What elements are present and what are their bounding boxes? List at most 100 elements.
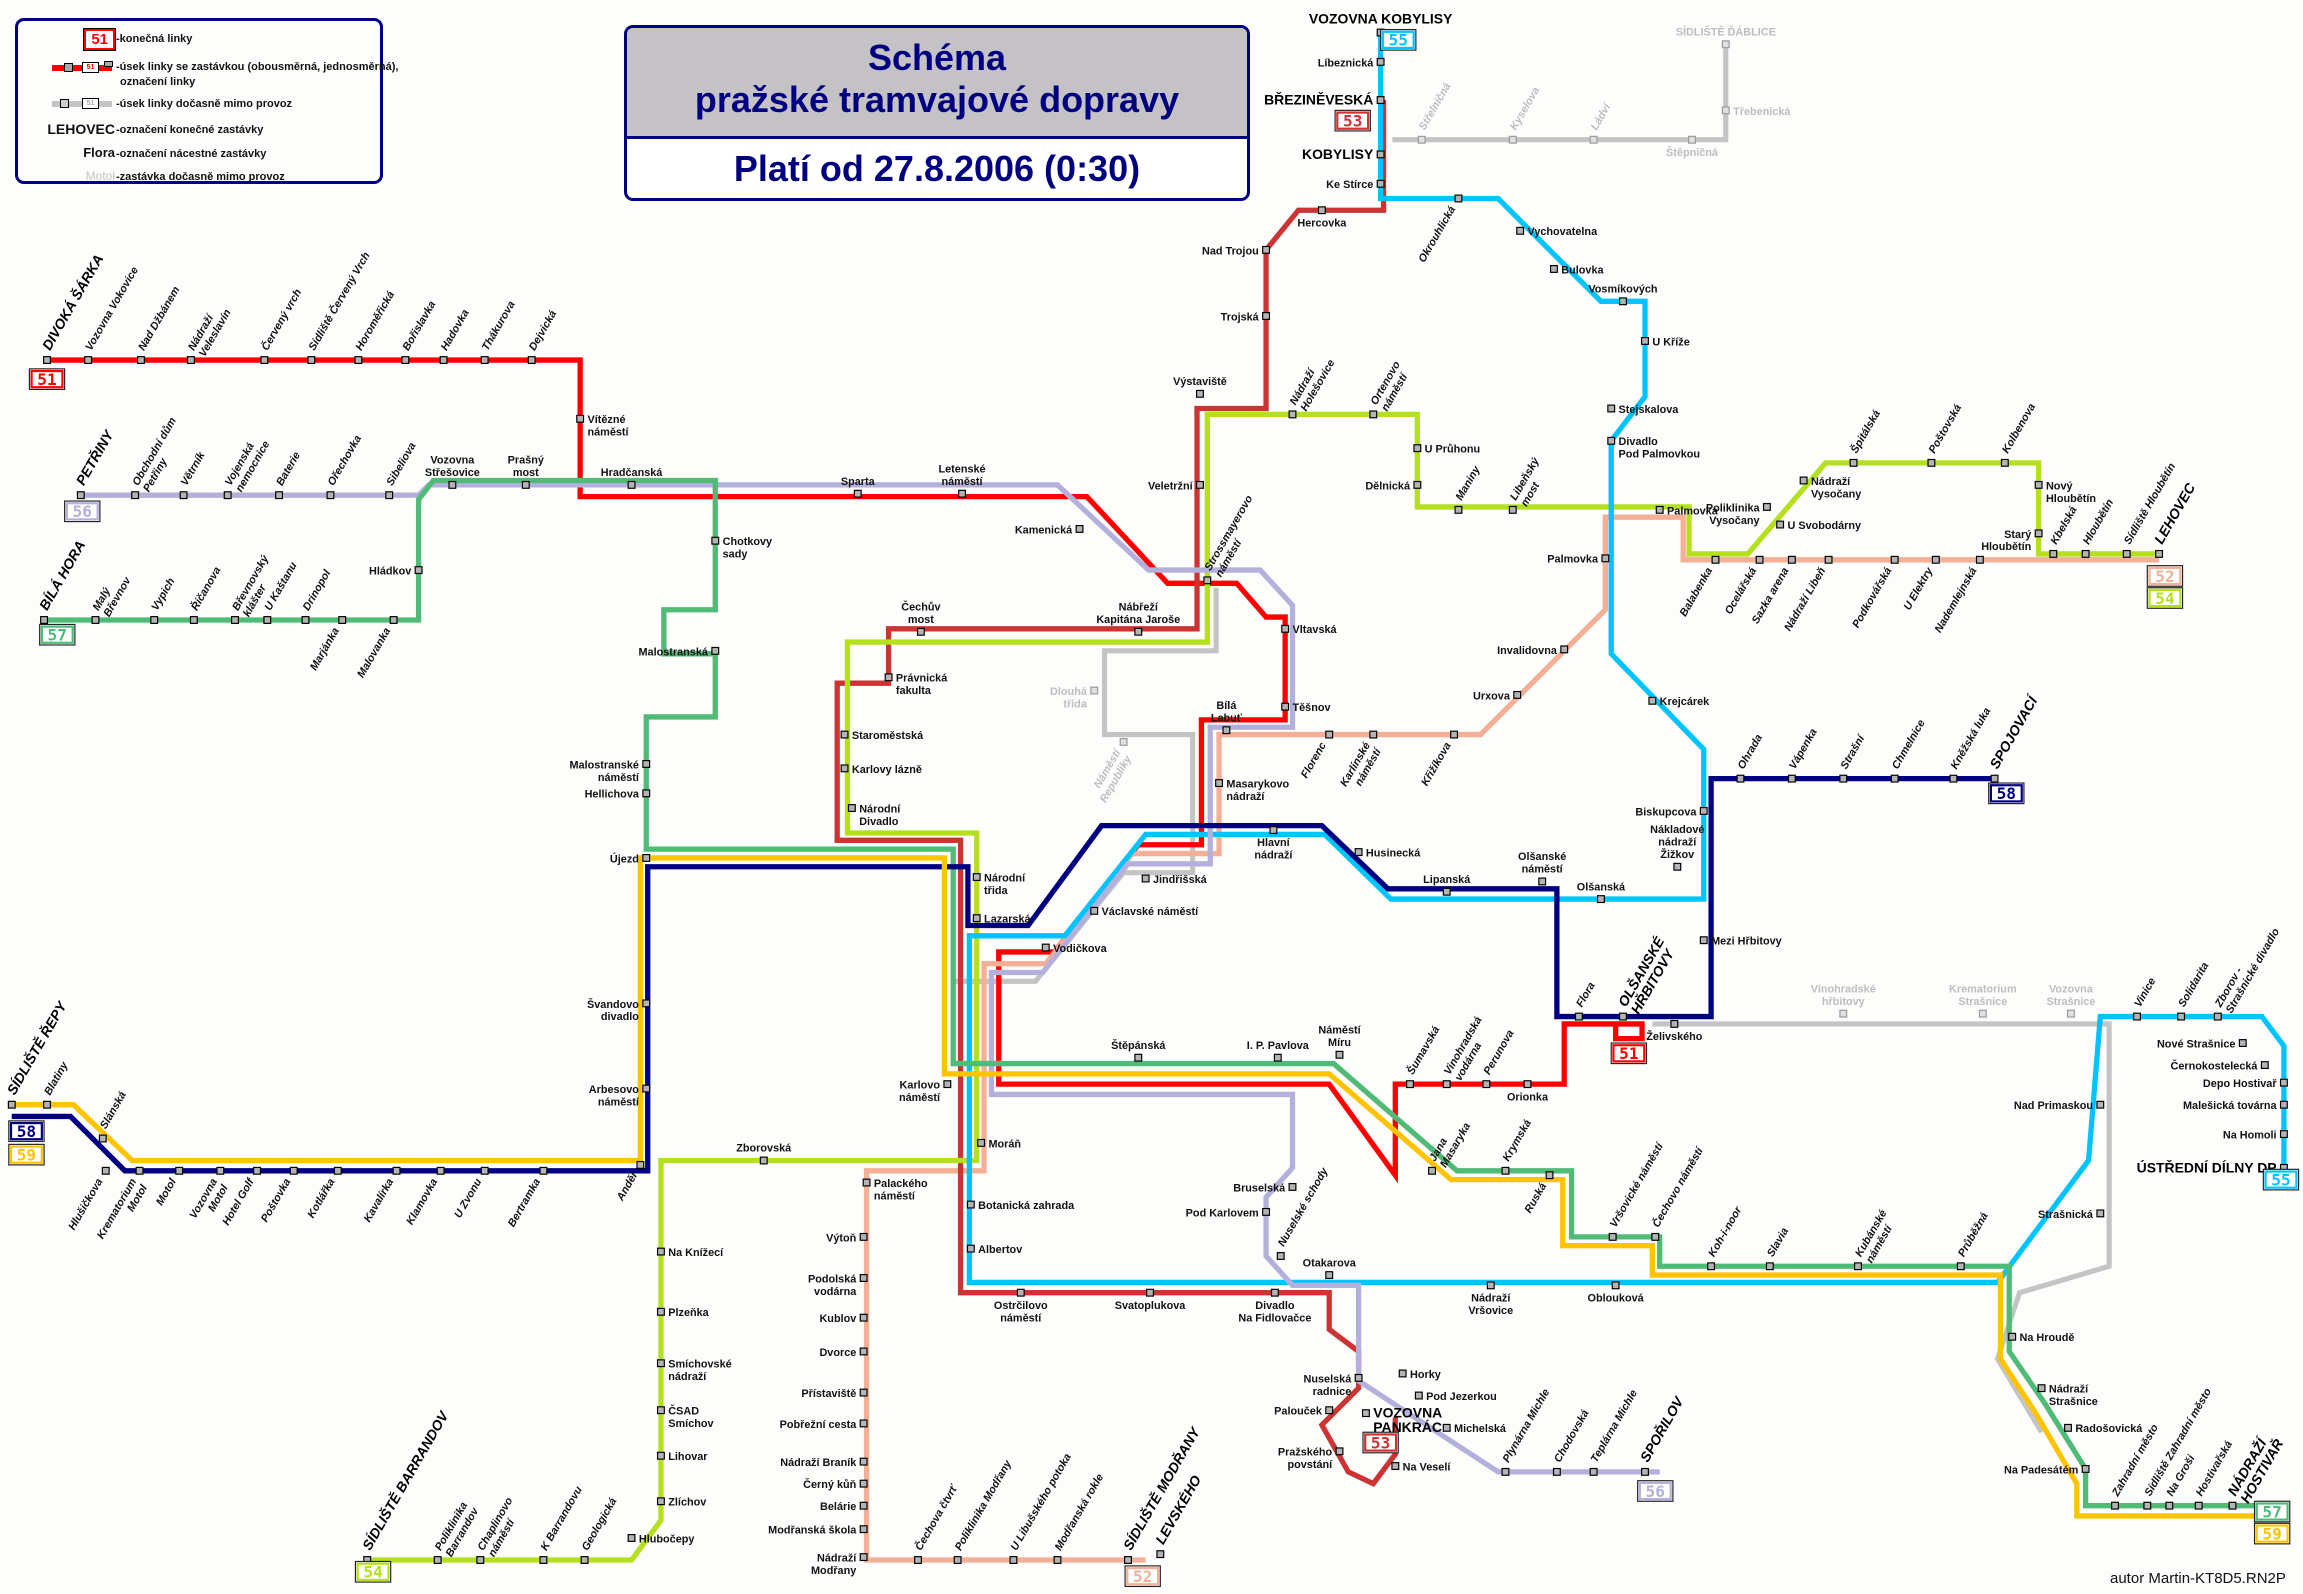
- stop-marker[interactable]: [1262, 1207, 1271, 1216]
- station[interactable]: Na Padesátém: [2004, 1464, 2090, 1476]
- station[interactable]: Palmovka: [1655, 505, 1719, 517]
- stop-marker[interactable]: [1442, 1423, 1451, 1432]
- station[interactable]: BÍLÁ HORA: [36, 538, 89, 624]
- station[interactable]: Vinice: [2132, 976, 2158, 1021]
- station[interactable]: Vypich: [149, 576, 178, 624]
- stop-marker[interactable]: [2096, 1209, 2105, 1218]
- stop-marker[interactable]: [2081, 1464, 2090, 1473]
- station[interactable]: Černokostelecká: [2171, 1059, 2269, 1072]
- stop-marker[interactable]: [1854, 1262, 1862, 1271]
- stop-marker[interactable]: [859, 1274, 868, 1282]
- station[interactable]: Marjánka: [308, 616, 347, 673]
- station[interactable]: Ke Stírce: [1326, 179, 1385, 191]
- station[interactable]: Obchodní důmPetřiny: [130, 415, 190, 500]
- station[interactable]: Štěpánská: [1111, 1039, 1166, 1062]
- station[interactable]: Zborovská: [736, 1143, 792, 1165]
- stop-marker[interactable]: [527, 356, 536, 365]
- stop-marker[interactable]: [326, 491, 335, 500]
- stop-marker[interactable]: [656, 1307, 665, 1316]
- stop-marker[interactable]: [448, 480, 457, 489]
- stop-marker[interactable]: [656, 1451, 665, 1460]
- station[interactable]: NáměstíRepubliky: [1087, 737, 1135, 805]
- station[interactable]: Teplárna Michle: [1589, 1388, 1640, 1476]
- stop-marker[interactable]: [1335, 1447, 1344, 1456]
- station[interactable]: Hlubočepy: [627, 1533, 694, 1545]
- stop-marker[interactable]: [642, 999, 651, 1008]
- station[interactable]: NádražíHolešovice: [1288, 351, 1338, 419]
- station[interactable]: Krejcárek: [1648, 696, 1710, 708]
- tram-line-52[interactable]: [863, 514, 2160, 1563]
- station[interactable]: Na Knížecí: [656, 1247, 725, 1259]
- stop-marker[interactable]: [759, 1156, 768, 1165]
- stop-marker[interactable]: [179, 491, 188, 500]
- stop-marker[interactable]: [642, 853, 651, 862]
- stop-marker[interactable]: [1134, 1053, 1143, 1062]
- station[interactable]: Štěpničná: [1666, 135, 1719, 159]
- stop-marker[interactable]: [1376, 96, 1385, 105]
- stop-marker[interactable]: [1721, 40, 1730, 49]
- stop-marker[interactable]: [1765, 1262, 1774, 1271]
- stop-marker[interactable]: [175, 1166, 184, 1175]
- station[interactable]: Špitálská: [1848, 408, 1883, 467]
- station[interactable]: Albertov: [966, 1244, 1022, 1256]
- station[interactable]: U Zvonu: [452, 1166, 489, 1220]
- stop-marker[interactable]: [2133, 1012, 2141, 1021]
- station[interactable]: Hotel Golf: [220, 1166, 261, 1228]
- station[interactable]: KrematoriumMotol: [95, 1166, 150, 1247]
- stop-marker[interactable]: [539, 1166, 548, 1175]
- station[interactable]: Vojenskánemocnice: [223, 433, 273, 500]
- stop-marker[interactable]: [1927, 458, 1936, 467]
- stop-marker[interactable]: [1317, 206, 1326, 215]
- stop-marker[interactable]: [260, 356, 269, 365]
- stop-marker[interactable]: [1501, 1467, 1510, 1476]
- stop-marker[interactable]: [1203, 576, 1212, 585]
- stop-marker[interactable]: [972, 873, 981, 882]
- stop-marker[interactable]: [1196, 480, 1204, 489]
- stop-marker[interactable]: [1711, 555, 1720, 564]
- stop-marker[interactable]: [135, 1166, 144, 1175]
- stop-marker[interactable]: [389, 616, 398, 624]
- stop-marker[interactable]: [1552, 1467, 1561, 1476]
- station[interactable]: Michelská: [1442, 1423, 1507, 1435]
- stop-marker[interactable]: [943, 1080, 952, 1089]
- stop-marker[interactable]: [521, 480, 530, 489]
- tram-line-53[interactable]: [834, 100, 1398, 1487]
- stop-marker[interactable]: [1641, 1467, 1649, 1476]
- stop-marker[interactable]: [333, 1166, 342, 1175]
- station[interactable]: Větrník: [179, 449, 208, 500]
- stop-marker[interactable]: [1990, 774, 1999, 783]
- stop-marker[interactable]: [1776, 520, 1785, 529]
- stop-marker[interactable]: [1090, 906, 1099, 915]
- station[interactable]: Přístaviště: [801, 1388, 868, 1400]
- stop-marker[interactable]: [1482, 1080, 1491, 1089]
- stop-marker[interactable]: [1607, 404, 1616, 413]
- station[interactable]: Oblouková: [1588, 1281, 1645, 1305]
- stop-marker[interactable]: [1949, 774, 1958, 783]
- station[interactable]: Poštovka: [259, 1166, 298, 1224]
- station[interactable]: Modřanská škola: [768, 1525, 868, 1537]
- stop-marker[interactable]: [1376, 57, 1385, 66]
- station[interactable]: Thákurova: [480, 299, 518, 365]
- stop-marker[interactable]: [840, 730, 849, 739]
- stop-marker[interactable]: [1262, 245, 1271, 254]
- stop-marker[interactable]: [2165, 1501, 2174, 1510]
- stop-marker[interactable]: [433, 1556, 442, 1564]
- stop-marker[interactable]: [859, 1232, 868, 1241]
- stop-marker[interactable]: [101, 1166, 110, 1175]
- station[interactable]: Hercovka: [1297, 206, 1347, 230]
- stop-marker[interactable]: [1607, 436, 1616, 445]
- station[interactable]: Moráň: [977, 1138, 1021, 1150]
- stop-marker[interactable]: [1016, 1288, 1025, 1297]
- station[interactable]: OLŠANSKÉHŘBITOVY: [1614, 933, 1681, 1021]
